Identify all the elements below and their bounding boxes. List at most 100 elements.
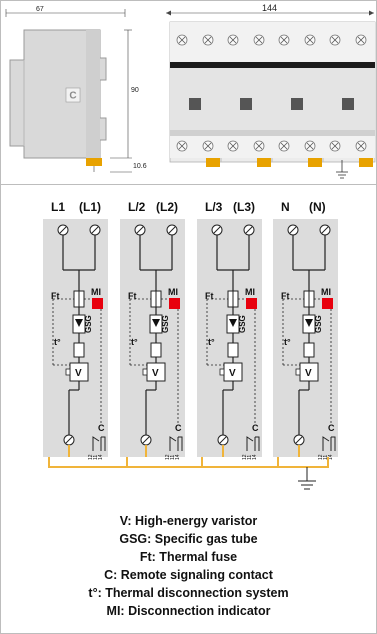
screw-slot: [306, 36, 314, 44]
legend-varistor: V: High-energy varistor: [119, 514, 258, 528]
contact-switch: [169, 436, 177, 451]
screw-slot: [255, 142, 263, 150]
legend-indicator: MI: Disconnection indicator: [106, 604, 271, 618]
thermal-element: [150, 342, 162, 358]
screw-slot: [280, 142, 288, 150]
terminal-label-output: (N): [309, 200, 326, 214]
varistor-tab: [142, 368, 148, 376]
contact-pin-label: 11: [93, 455, 99, 460]
common-bus: [48, 457, 329, 481]
terminal-slot: [168, 226, 176, 234]
terminal-slot: [219, 436, 227, 444]
remote-contact-terminal: [206, 158, 220, 167]
front-module-2: [227, 34, 271, 167]
screw-slot: [357, 36, 365, 44]
side-width-dimension: 67: [5, 6, 126, 17]
thermal-label: t°: [208, 337, 215, 347]
remote-contact-terminal: [257, 158, 271, 167]
varistor-label: V: [152, 368, 159, 379]
thermal-label: t°: [131, 337, 138, 347]
front-width-label: 144: [262, 3, 277, 13]
top-black-band: [170, 62, 375, 68]
gas-tube-label: GSG: [314, 315, 323, 333]
contact-switch: [255, 436, 260, 451]
gas-tube-arrow: [152, 319, 160, 327]
side-view: C: [9, 29, 107, 172]
gas-tube-label: GSG: [161, 315, 170, 333]
legend-thermal-fuse: Ft: Thermal fuse: [139, 550, 238, 564]
screw-slot: [331, 36, 339, 44]
status-window: [291, 98, 303, 110]
fuse-label: Ft: [205, 291, 214, 301]
pole-panel: [120, 219, 185, 457]
contact-pin-label: 12: [88, 454, 94, 460]
contact-switch: [246, 436, 254, 451]
varistor-tab: [295, 368, 301, 376]
contact-pin-label: 12: [318, 454, 324, 460]
legend-thermal-system: t°: Thermal disconnection system: [88, 586, 289, 600]
pole-panel: [197, 219, 262, 457]
contact-pin-label: 14: [328, 454, 334, 460]
varistor-tab: [219, 368, 225, 376]
screw-slot: [280, 36, 288, 44]
contact-label: C: [328, 423, 335, 433]
terminal-label-line: N: [281, 200, 290, 214]
terminal-label-line: L1: [51, 200, 65, 214]
contact-label: C: [98, 423, 105, 433]
indicator-square: [92, 298, 103, 309]
gas-tube-arrow: [305, 319, 313, 327]
contact-pin-label: 11: [323, 455, 329, 460]
legend-gas-tube: GSG: Specific gas tube: [119, 532, 258, 546]
indicator-square: [322, 298, 333, 309]
varistor-label: V: [75, 368, 82, 379]
contact-pin-label: 12: [242, 454, 248, 460]
indicator-label: MI: [168, 287, 178, 297]
fuse-label: Ft: [128, 291, 137, 301]
terminal-slot: [142, 436, 150, 444]
terminal-label-output: (L2): [156, 200, 178, 214]
terminal-label-output: (L1): [79, 200, 101, 214]
terminal-label-line: L/2: [128, 200, 146, 214]
terminal-label-output: (L3): [233, 200, 255, 214]
rail-depth-label: 10.6: [133, 163, 147, 170]
terminal-slot: [213, 226, 221, 234]
front-module-1: [176, 34, 220, 167]
status-window: [240, 98, 252, 110]
contact-pin-label: 14: [98, 454, 104, 460]
legend-remote-contact: C: Remote signaling contact: [104, 568, 273, 582]
legend: V: High-energy varistor GSG: Specific ga…: [0, 512, 377, 620]
indicator-label: MI: [321, 287, 331, 297]
varistor-label: V: [305, 368, 312, 379]
front-view: [169, 21, 376, 163]
status-window: [189, 98, 201, 110]
thermal-element: [303, 342, 315, 358]
front-module-4: [329, 34, 373, 167]
contact-pin-label: 11: [247, 455, 253, 460]
dimension-drawing: 67 C 90 10.6 144: [5, 3, 376, 179]
screw-slot: [255, 36, 263, 44]
terminal-slot: [91, 226, 99, 234]
gas-tube-label: GSG: [238, 315, 247, 333]
side-width-label: 67: [36, 6, 44, 13]
screw-slot: [306, 142, 314, 150]
front-width-dimension: 144: [166, 3, 374, 16]
pole-panel: [273, 219, 338, 457]
contact-pin-label: 12: [165, 454, 171, 460]
terminal-slot: [136, 226, 144, 234]
contact-switch: [322, 436, 330, 451]
indicator-label: MI: [91, 287, 101, 297]
varistor-label: V: [229, 368, 236, 379]
fuse-label: Ft: [51, 291, 60, 301]
contact-switch: [92, 436, 100, 451]
height-label: 90: [131, 87, 139, 94]
screw-slot: [204, 36, 212, 44]
remote-contact-terminal: [359, 158, 373, 167]
side-terminal: [86, 158, 102, 166]
front-module-3: [278, 34, 322, 167]
gas-tube-arrow: [229, 319, 237, 327]
terminal-slot: [59, 226, 67, 234]
